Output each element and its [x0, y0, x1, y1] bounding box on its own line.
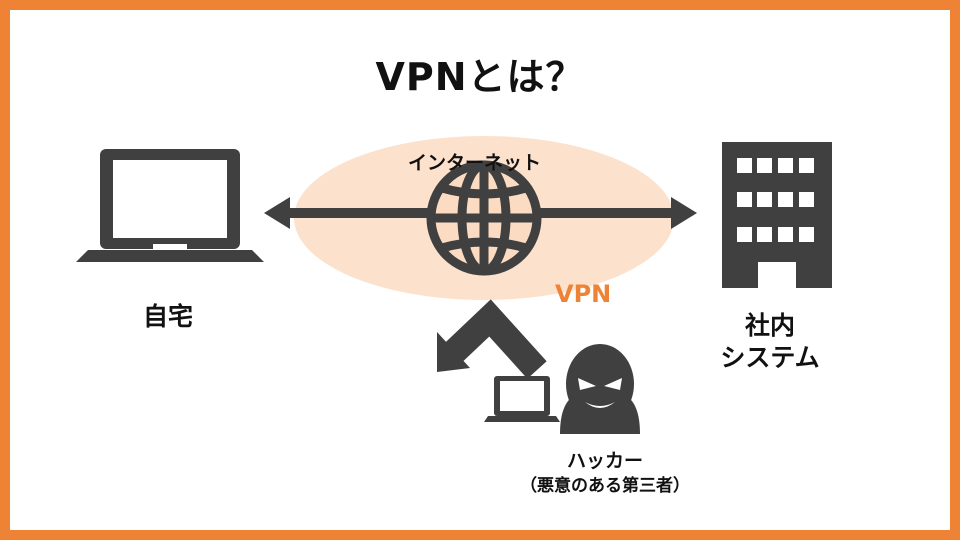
internet-label: インターネット [408, 152, 542, 174]
hacker-icon [560, 344, 640, 434]
page-title: VPNとは？ [375, 55, 585, 99]
office-label: 社内 システム [710, 310, 830, 374]
home-label: 自宅 [143, 302, 194, 331]
office-label-line1: 社内 [744, 311, 795, 340]
hacker-label: ハッカー [566, 450, 643, 472]
globe-icon [426, 160, 542, 276]
laptop-icon [76, 149, 264, 262]
building-icon [722, 142, 832, 288]
vpn-label: VPN [555, 280, 612, 308]
office-label-line2: システム [720, 343, 820, 372]
small-laptop-icon [484, 376, 560, 422]
interception-arrow-icon [437, 299, 547, 379]
hacker-note-label: （悪意のある第三者） [520, 476, 690, 496]
